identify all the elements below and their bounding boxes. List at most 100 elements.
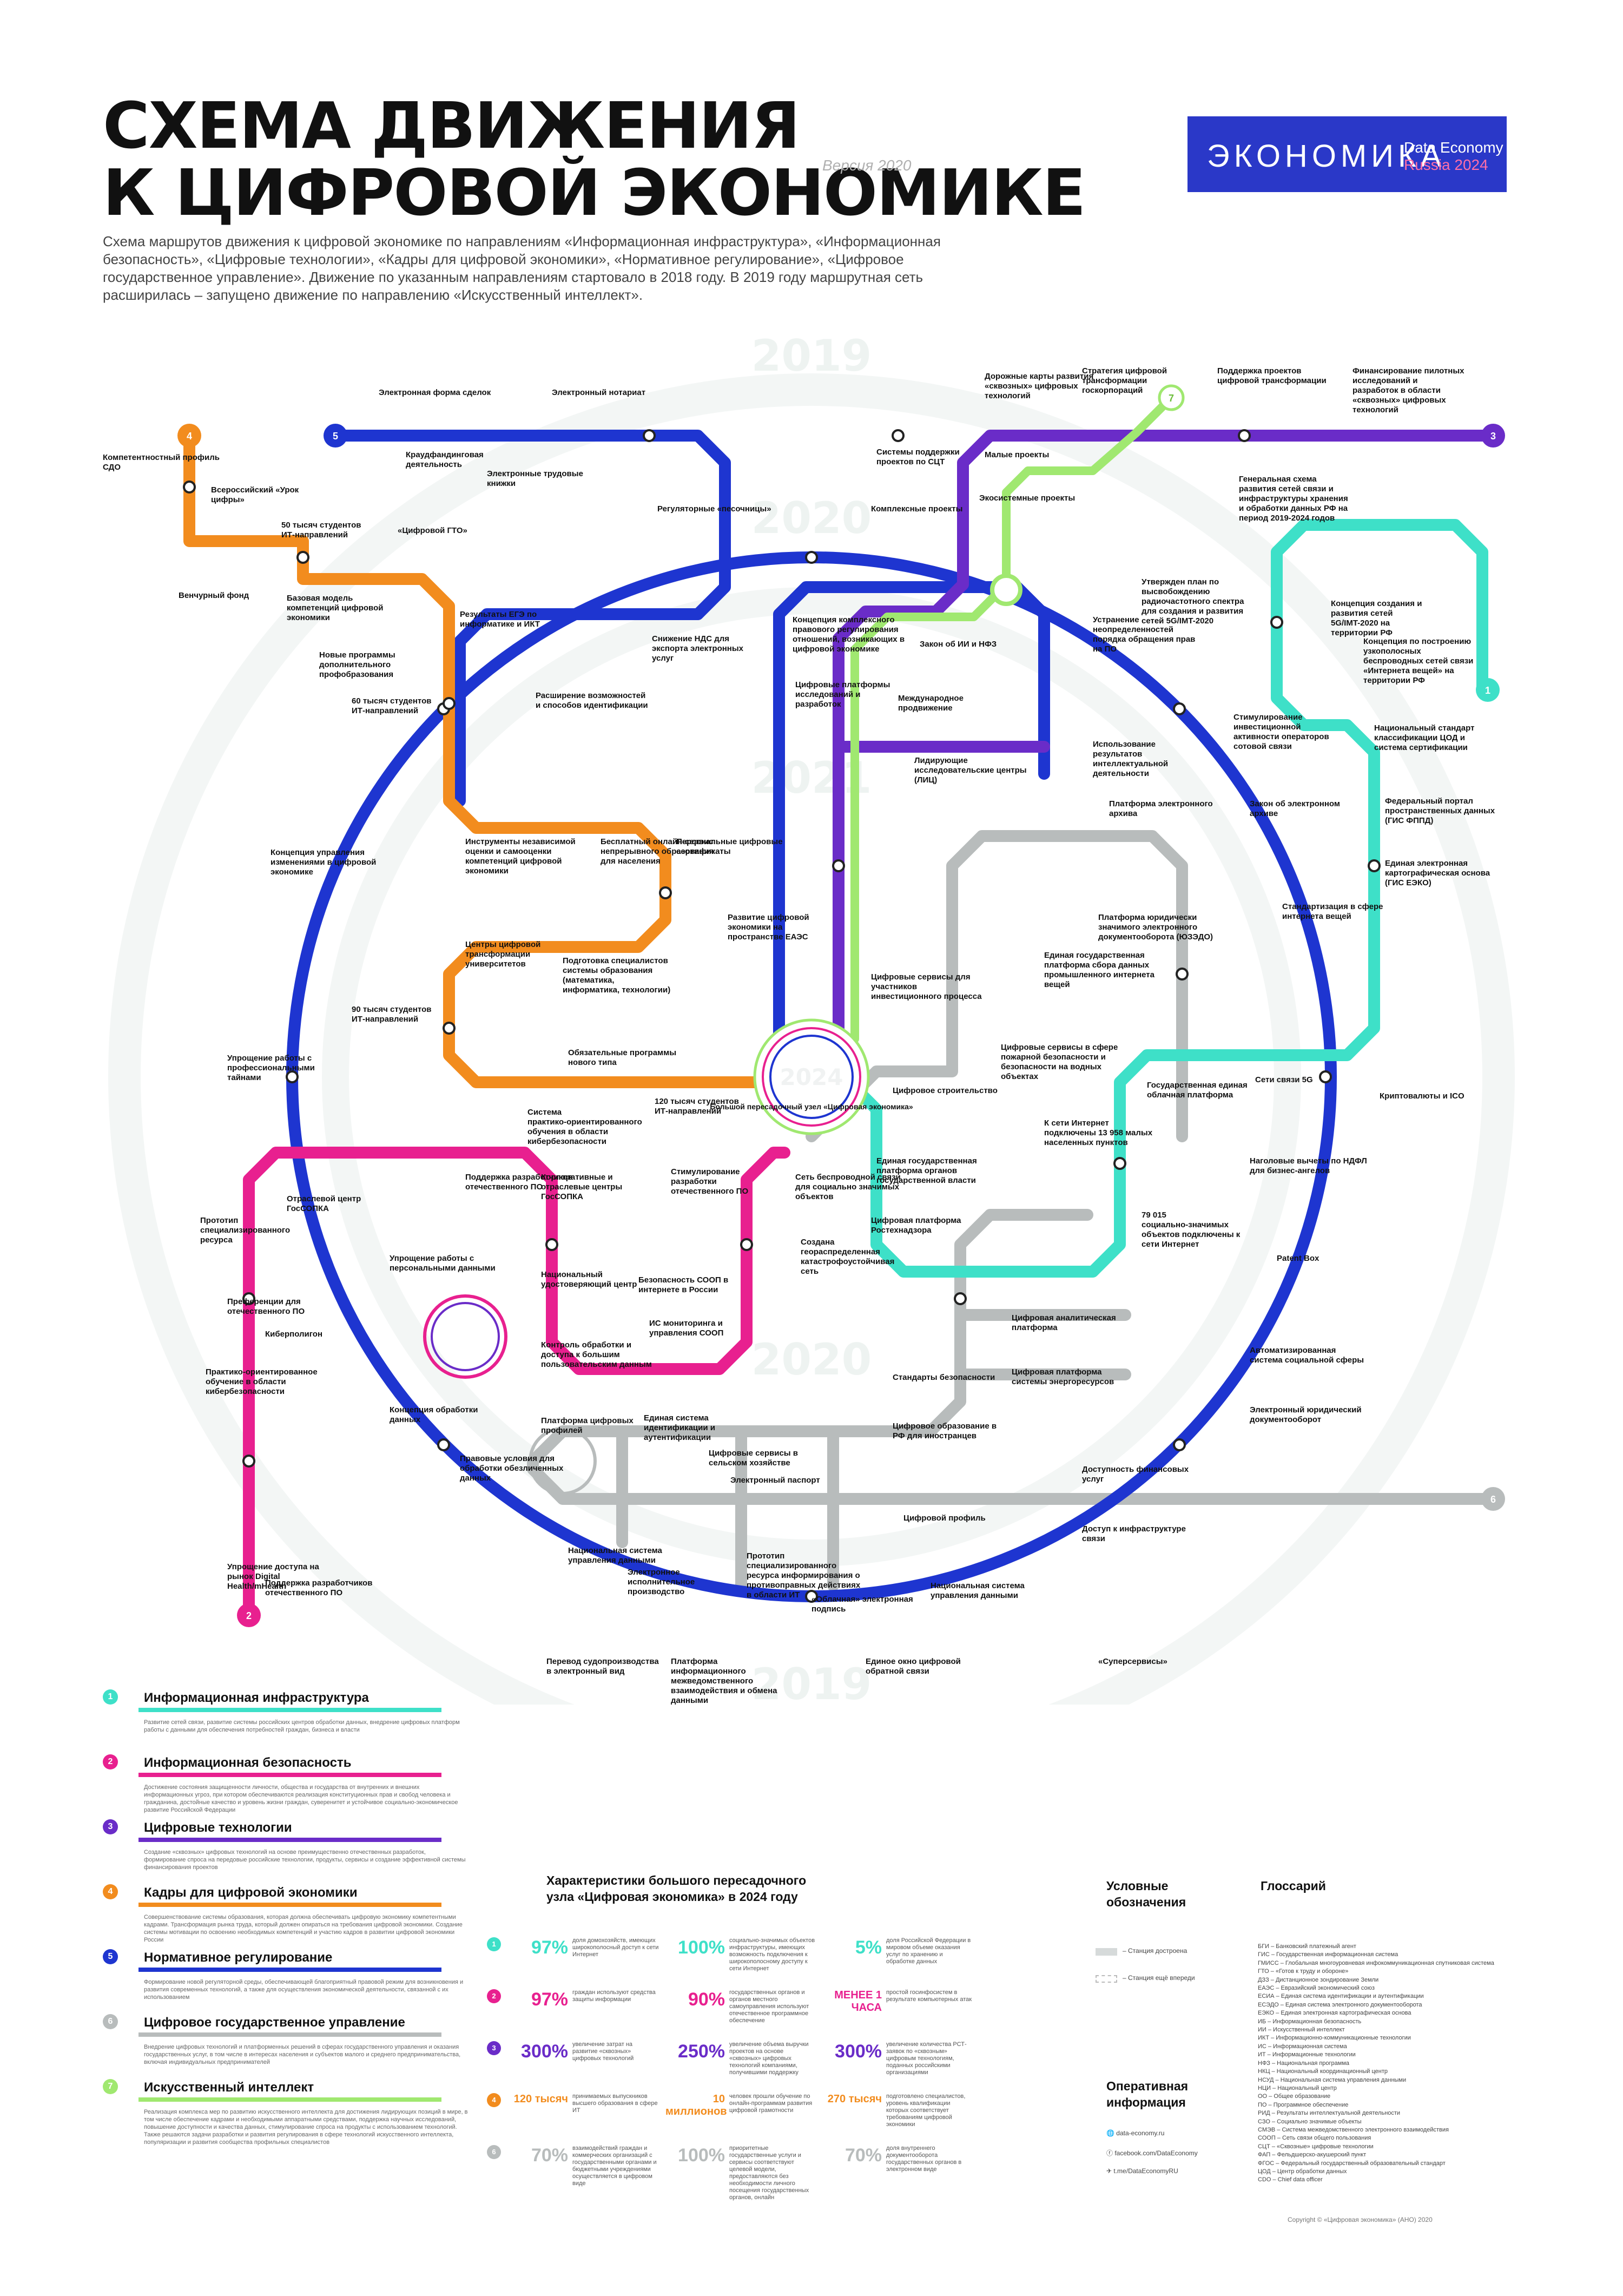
- station-marker[interactable]: [954, 1292, 967, 1305]
- station-marker[interactable]: [1319, 1070, 1332, 1083]
- station-marker[interactable]: [437, 1438, 450, 1451]
- station-marker[interactable]: [1173, 702, 1186, 715]
- station-marker[interactable]: [1368, 859, 1381, 872]
- station-label[interactable]: Закон об ИИ и НФЗ: [920, 640, 997, 649]
- station-marker[interactable]: [1270, 616, 1283, 629]
- station-label[interactable]: «Суперсервисы»: [1098, 1657, 1167, 1666]
- station-label[interactable]: Patent Box: [1277, 1254, 1319, 1263]
- station-marker[interactable]: [805, 1590, 818, 1603]
- station-label[interactable]: «Цифровой ГТО»: [398, 526, 467, 535]
- station-label[interactable]: Венчурный фонд: [179, 591, 249, 600]
- station-marker[interactable]: [1238, 429, 1251, 442]
- station-marker[interactable]: [286, 1070, 299, 1083]
- station-label[interactable]: Киберполигон: [265, 1330, 322, 1339]
- station-marker[interactable]: [892, 429, 905, 442]
- station-label[interactable]: Малые проекты: [985, 450, 1049, 459]
- telegram-link[interactable]: ✈ t.me/DataEconomyRU: [1106, 2167, 1178, 2175]
- station-label[interactable]: Дорожные карты развития«сквозных» цифров…: [985, 372, 1093, 400]
- station-marker[interactable]: [1173, 1438, 1186, 1451]
- station-marker[interactable]: [242, 1292, 255, 1305]
- station-label[interactable]: Цифровой профиль: [903, 1514, 986, 1523]
- transfer-ring[interactable]: [423, 1294, 507, 1379]
- transfer-ring[interactable]: [529, 1427, 597, 1495]
- station-label[interactable]: Экосистемные проекты: [979, 494, 1075, 503]
- station-label[interactable]: Электронный нотариат: [552, 388, 645, 397]
- station-marker[interactable]: [659, 886, 672, 899]
- station-label[interactable]: Криптовалюты и ICO: [1380, 1091, 1464, 1101]
- station-marker[interactable]: [183, 481, 196, 494]
- line-badge-6[interactable]: 6: [1481, 1487, 1505, 1511]
- station-label[interactable]: Электронный паспорт: [730, 1476, 820, 1485]
- station-marker[interactable]: [1176, 968, 1189, 981]
- line-badge-4[interactable]: 4: [177, 424, 201, 448]
- line-badge-5[interactable]: 5: [324, 424, 347, 448]
- station-marker[interactable]: [805, 551, 818, 564]
